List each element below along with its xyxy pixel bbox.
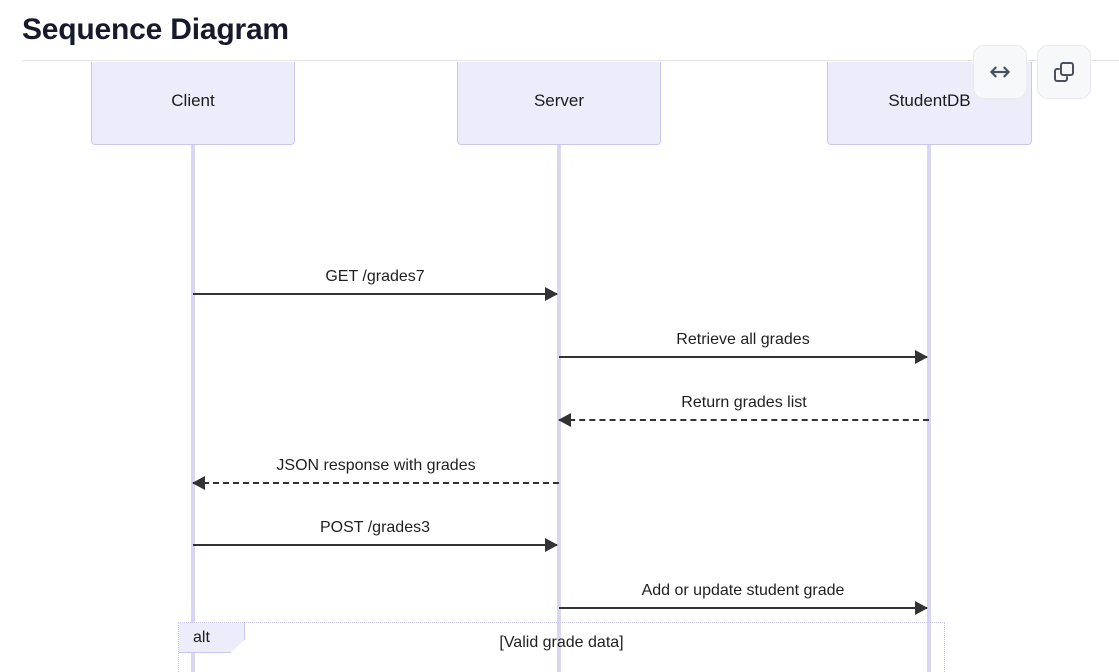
arrowhead-right-icon (915, 350, 928, 364)
title-divider (22, 60, 1119, 61)
arrowhead-left-icon (558, 413, 571, 427)
page-title: Sequence Diagram (22, 13, 289, 46)
alt-fragment-condition: [Valid grade data] (499, 634, 624, 651)
copy-button[interactable] (1037, 45, 1091, 99)
arrowhead-right-icon (915, 601, 928, 615)
message-return-grades-list[interactable]: Return grades list (558, 391, 929, 427)
message-retrieve-all-grades[interactable]: Retrieve all grades (559, 328, 928, 364)
message-label: POST /grades3 (320, 519, 430, 536)
arrowhead-right-icon (545, 538, 558, 552)
message-add-update-grade[interactable]: Add or update student grade (559, 579, 928, 615)
message-json-response[interactable]: JSON response with grades (192, 454, 559, 490)
message-label: Return grades list (681, 394, 807, 411)
diagram-toolbar (973, 45, 1091, 99)
alt-fragment-tab-label: alt (193, 629, 210, 646)
message-line-solid (193, 544, 557, 546)
message-line-dashed (193, 482, 559, 484)
diagram-canvas: Client Server StudentDB GET /grades7 Ret… (0, 62, 1119, 672)
message-line-solid (559, 607, 927, 609)
participant-label: StudentDB (888, 91, 971, 110)
lifeline-studentdb (927, 144, 931, 672)
participant-label: Client (171, 91, 215, 110)
participant-client[interactable]: Client (91, 62, 295, 145)
arrowhead-right-icon (545, 287, 558, 301)
message-label: GET /grades7 (325, 268, 425, 285)
copy-icon (1052, 60, 1076, 84)
message-line-solid (559, 356, 927, 358)
message-label: JSON response with grades (276, 457, 476, 474)
arrows-left-right-icon (987, 59, 1013, 85)
alt-fragment-tab: alt (179, 623, 245, 653)
participant-label: Server (533, 91, 585, 110)
message-line-solid (193, 293, 557, 295)
participant-server[interactable]: Server (457, 62, 661, 145)
message-label: Retrieve all grades (676, 331, 810, 348)
alt-fragment[interactable]: alt [Valid grade data] (178, 622, 945, 672)
message-line-dashed (559, 419, 929, 421)
message-get-grades[interactable]: GET /grades7 (193, 265, 558, 301)
arrowhead-left-icon (192, 476, 205, 490)
fit-width-button[interactable] (973, 45, 1027, 99)
lifeline-server (557, 144, 561, 672)
message-label: Add or update student grade (641, 582, 845, 599)
lifeline-client (191, 144, 195, 672)
message-post-grades[interactable]: POST /grades3 (193, 516, 558, 552)
